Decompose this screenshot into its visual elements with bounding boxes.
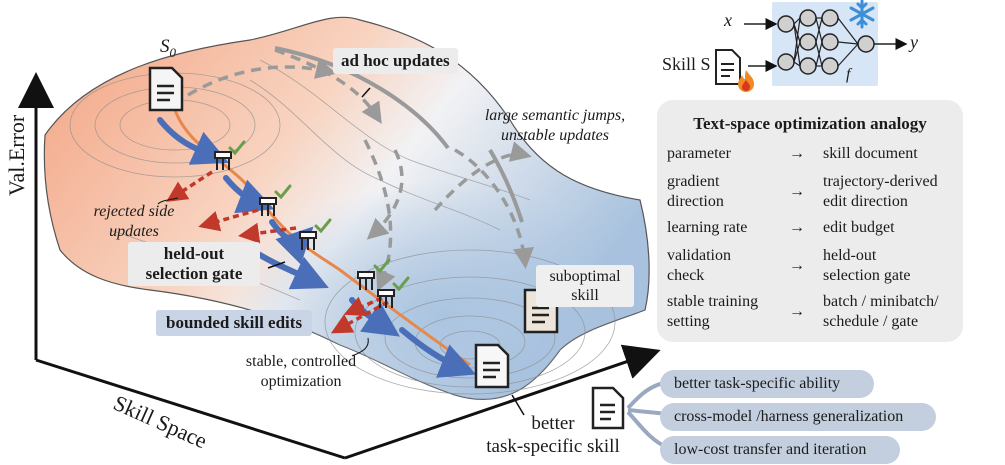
y-axis-label: Val.Error (4, 114, 29, 196)
analogy-value: schedule / gate (823, 313, 919, 330)
analogy-title: Text-space optimization analogy (693, 114, 927, 133)
large-jump-curve (274, 46, 450, 150)
skill-s-label: Skill S (662, 54, 711, 74)
analogy-param: learning rate (667, 219, 748, 236)
analogy-value: skill document (823, 145, 918, 162)
ad-hoc-updates-label: ad hoc updates (333, 48, 458, 74)
bounded-edits-label: bounded skill edits (156, 310, 313, 336)
analogy-value: batch / minibatch/ (823, 293, 939, 310)
skill-doc-small-icon (715, 49, 741, 85)
benefit-pill-ability: better task-specific ability (660, 370, 874, 398)
analogy-value: held-out (823, 247, 877, 264)
snowflake-icon (849, 0, 875, 29)
analogy-arrow: → (789, 303, 805, 320)
analogy-param: setting (667, 313, 710, 330)
fire-icon (738, 70, 754, 92)
benefit-document-icon (591, 386, 625, 430)
function-f-label: f (846, 66, 851, 83)
analogy-param: check (667, 267, 705, 284)
z-axis-line (344, 344, 661, 460)
analogy-arrow: → (789, 145, 805, 162)
analogy-value: trajectory-derived (823, 173, 938, 190)
analogy-value: selection gate (823, 267, 911, 284)
neural-net-diagram (744, 2, 908, 86)
analogy-arrow: → (789, 183, 805, 200)
analogy-value: edit direction (823, 193, 908, 210)
output-y-label: y (910, 32, 918, 52)
analogy-param: stable training (667, 293, 759, 310)
x-axis-line (35, 358, 346, 460)
analogy-arrow: → (789, 219, 805, 236)
selection-gate-icons (214, 151, 395, 308)
analogy-panel: Text-space optimization analogy paramete… (657, 100, 963, 342)
analogy-param: validation (667, 247, 731, 264)
benefit-pill-transfer: low-cost transfer and iteration (660, 436, 900, 464)
analogy-arrow: → (789, 257, 805, 274)
input-x-label: x (724, 10, 732, 30)
check-mark-icons (228, 140, 410, 292)
start-skill-document-icon (148, 66, 184, 112)
analogy-param: gradient (667, 173, 720, 190)
benefit-pill-generalization: cross-model /harness generalization (660, 403, 936, 431)
rejected-update-arrows (166, 170, 389, 334)
ad-hoc-arrows (187, 48, 534, 292)
analogy-param: parameter (667, 145, 731, 162)
start-label: S0 (160, 36, 176, 60)
large-jumps-label: large semantic jumps,unstable updates (484, 107, 626, 144)
analogy-param: direction (667, 193, 724, 210)
optimal-skill-document-icon (474, 343, 510, 389)
analogy-value: edit budget (823, 219, 895, 236)
